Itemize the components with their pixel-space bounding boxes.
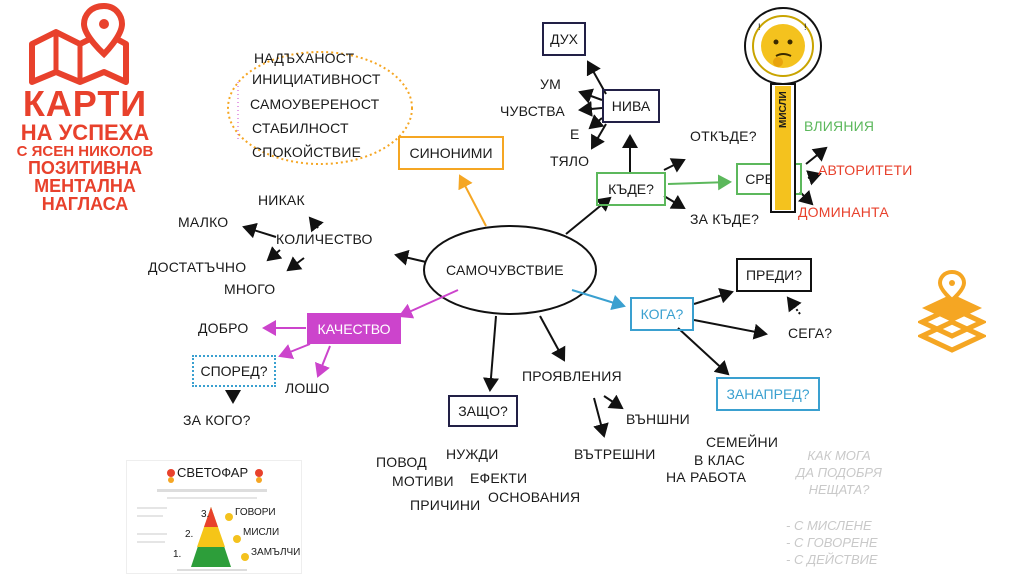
level-item: ЧУВСТВА (500, 103, 565, 119)
svg-text:!: ! (758, 22, 761, 32)
thumbnail-number: 1. (173, 549, 182, 560)
why-item: ОСНОВАНИЯ (488, 489, 581, 505)
synonyms-ellipse (227, 51, 413, 165)
quality-bad: ЛОШО (285, 380, 330, 396)
center-label: САМОЧУВСТВИЕ (446, 262, 564, 278)
quality-according-node: СПОРЕД? (192, 355, 276, 387)
map-pin-logo-icon (29, 2, 129, 85)
now-label: СЕГА? (788, 325, 833, 341)
level-item: ТЯЛО (550, 153, 590, 169)
brand-line-3: С ЯСЕН НИКОЛОВ (16, 143, 154, 160)
outer-label: ВЪНШНИ (626, 411, 690, 427)
quality-good: ДОБРО (198, 320, 249, 336)
answer-line: - С ДЕЙСТВИЕ (786, 551, 878, 567)
thumbnail-number: 2. (185, 529, 194, 540)
dominant-label: ДОМИНАНТА (798, 204, 889, 220)
thumbnail-number: 3. (201, 509, 210, 520)
answer-line: - С ГОВОРЕНЕ (786, 534, 878, 550)
thumbnail-level: МИСЛИ (243, 527, 280, 538)
why-item: НУЖДИ (446, 446, 499, 462)
question-line: КАК МОГА (807, 448, 871, 463)
quantity-item: НИКАК (258, 192, 305, 208)
thumbnail-title: СВЕТОФАР (177, 465, 249, 480)
synonym-item: СТАБИЛНОСТ (252, 120, 349, 136)
question-line: НЕЩАТА? (808, 481, 870, 497)
quality-for-whom: ЗА КОГО? (183, 412, 251, 428)
quantity-item: МАЛКО (178, 214, 229, 230)
svg-text:!: ! (804, 22, 807, 32)
thumbnail-level: ГОВОРИ (235, 507, 276, 518)
when-node: КОГА? (630, 297, 694, 331)
improve-answers: - С МИСЛЕНЕ - С ГОВОРЕНЕ - С ДЕЙСТВИЕ (786, 518, 896, 569)
pyramid-graphic (137, 469, 267, 571)
why-item: ЕФЕКТИ (470, 470, 528, 486)
brand-logo: КАРТИ НА УСПЕХА С ЯСЕН НИКОЛОВ ПОЗИТИВНА… (10, 83, 160, 214)
level-spirit-node: ДУХ (542, 22, 586, 56)
quality-node: КАЧЕСТВО (307, 313, 401, 344)
brand-line-5: МЕНТАЛНА (34, 176, 136, 196)
manifestations-node: ПРОЯВЛЕНИЯ (522, 368, 622, 384)
where-node: КЪДЕ? (596, 172, 666, 206)
synonym-item: СПОКОЙСТВИЕ (252, 144, 362, 160)
quantity-node: КОЛИЧЕСТВО (276, 231, 373, 247)
brand-line-4: ПОЗИТИВНА (27, 158, 143, 178)
level-item: Е (570, 126, 580, 142)
before-node: ПРЕДИ? (736, 258, 812, 292)
why-node: ЗАЩО? (448, 395, 518, 427)
synonym-item: ИНИЦИАТИВНОСТ (252, 71, 381, 87)
place-item: В КЛАС (694, 452, 745, 468)
quantity-item: МНОГО (224, 281, 276, 297)
from-where: ОТКЪДЕ? (690, 128, 757, 144)
traffic-light-thumbnail: СВЕТОФАР ГОВОРИ МИСЛИ ЗАМЪЛЧИ 3. 2. 1. (126, 460, 302, 574)
from-now-node: ЗАНАПРЕД? (716, 377, 820, 411)
place-item: НА РАБОТА (666, 469, 747, 485)
brand-line-1: КАРТИ (22, 83, 148, 124)
place-item: СЕМЕЙНИ (706, 434, 779, 450)
authorities-label: АВТОРИТЕТИ (818, 162, 913, 178)
synonyms-node: СИНОНИМИ (398, 136, 504, 170)
synonym-item: САМОУВЕРЕНОСТ (250, 96, 380, 112)
lollipop-thinking-icon: ! ! (744, 7, 822, 213)
why-item: ПОВОД (376, 454, 427, 470)
why-item: ПРИЧИНИ (410, 497, 481, 513)
question-line: ДА ПОДОБРЯ (796, 464, 882, 480)
layers-map-icon (918, 270, 986, 353)
levels-node: НИВА (602, 89, 660, 123)
influences-label: ВЛИЯНИЯ (804, 118, 875, 134)
level-item: УМ (540, 76, 561, 92)
quantity-item: ДОСТАТЪЧНО (148, 259, 247, 275)
synonym-item: НАДЪХАНОСТ (254, 50, 355, 66)
answer-line: - С МИСЛЕНЕ (786, 518, 872, 533)
thumbnail-level: ЗАМЪЛЧИ (251, 547, 301, 558)
center-ellipse (423, 225, 597, 315)
lollipop-stick-label: МИСЛИ (778, 91, 789, 129)
brand-line-6: НАГЛАСА (41, 194, 129, 214)
brand-line-2: НА УСПЕХА (20, 120, 150, 145)
why-item: МОТИВИ (392, 473, 454, 489)
inner-label: ВЪТРЕШНИ (574, 446, 656, 462)
improve-question: КАК МОГА ДА ПОДОБРЯ НЕЩАТА? (776, 448, 902, 499)
to-where: ЗА КЪДЕ? (690, 211, 760, 227)
